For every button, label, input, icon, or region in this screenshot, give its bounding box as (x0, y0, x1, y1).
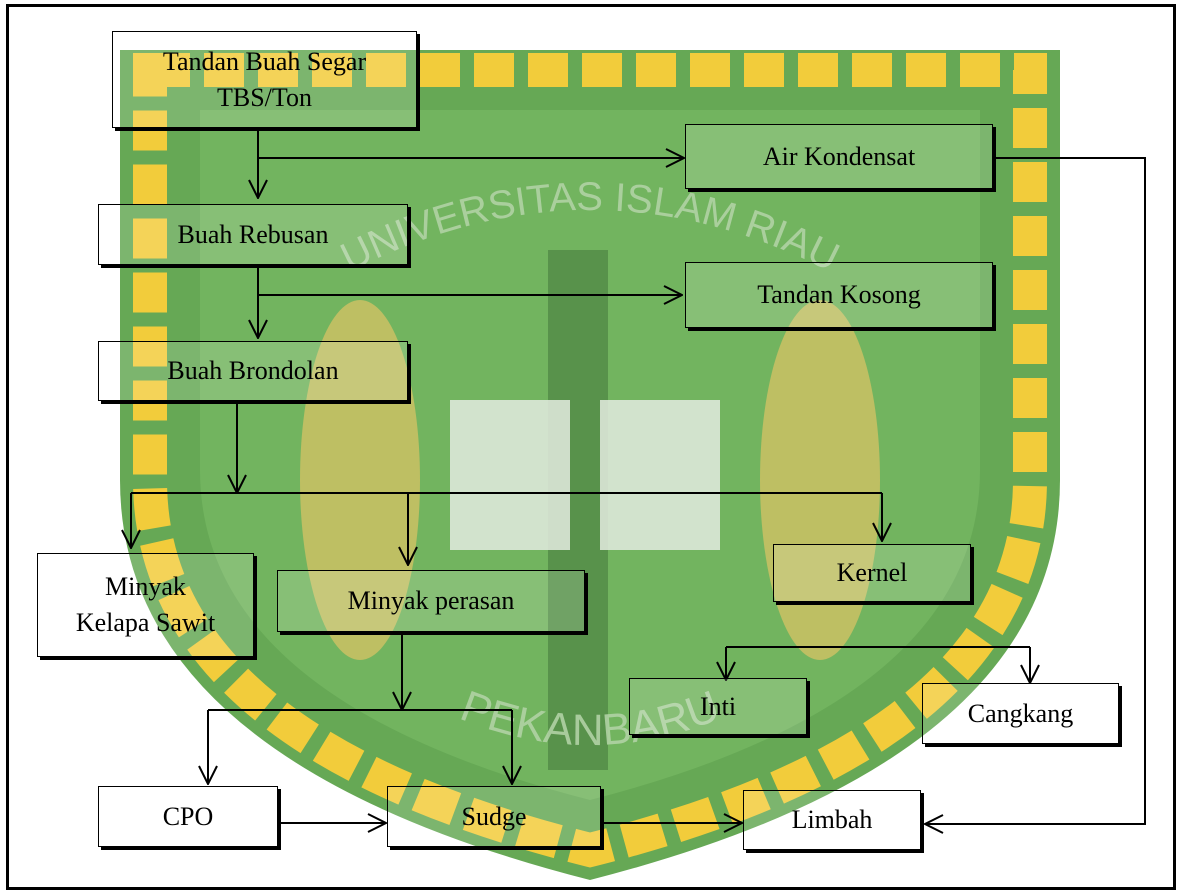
node-cangkang: Cangkang (922, 683, 1119, 744)
diagram-frame (6, 4, 1176, 890)
node-sudge: Sudge (387, 786, 601, 847)
node-limbah: Limbah (743, 790, 921, 850)
node-kernel: Kernel (773, 544, 971, 602)
node-inti: Inti (629, 678, 807, 735)
node-minyak-kelapa-sawit: Minyak Kelapa Sawit (37, 553, 254, 657)
node-buah-brondolan: Buah Brondolan (98, 341, 408, 401)
node-cpo: CPO (98, 786, 278, 847)
node-air-kondensat: Air Kondensat (685, 124, 993, 189)
node-buah-rebusan: Buah Rebusan (98, 204, 408, 265)
gold-rope-border (133, 53, 1047, 868)
book-left (450, 400, 570, 550)
leaf-right (760, 300, 880, 660)
node-tandan-kosong: Tandan Kosong (685, 262, 993, 328)
node-minyak-perasan: Minyak perasan (277, 570, 585, 632)
book-right (600, 400, 720, 550)
node-tandan-buah-segar: Tandan Buah Segar TBS/Ton (112, 31, 417, 128)
line-air-kondensat-to-limbah (925, 157, 1146, 824)
